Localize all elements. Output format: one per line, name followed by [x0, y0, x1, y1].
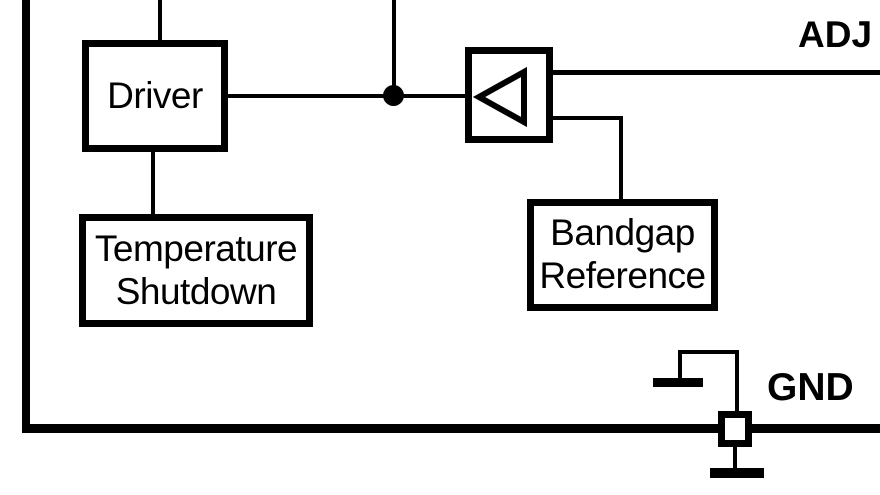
driver-block: Driver: [82, 40, 228, 152]
wire-gnd-pad-to-ground: [733, 446, 737, 471]
driver-label: Driver: [107, 74, 203, 116]
wire-gnd-loop-right: [735, 350, 739, 414]
wire-gnd-loop-left: [678, 350, 682, 381]
temperature-shutdown-block: Temperature Shutdown: [79, 214, 313, 327]
temperature-shutdown-label-line1: Temperature: [94, 227, 298, 269]
wire-amplifier-to-bandgap-vertical: [619, 118, 623, 202]
wire-amplifier-to-adj-pin: [551, 70, 880, 75]
bandgap-reference-block: Bandgap Reference: [527, 199, 718, 311]
temperature-shutdown-label-line2: Shutdown: [115, 270, 277, 312]
wire-amplifier-to-bandgap-horizontal: [551, 116, 623, 120]
bandgap-reference-label-line2: Reference: [539, 255, 706, 296]
wire-driver-top: [158, 0, 162, 42]
bandgap-reference-label-line1: Bandgap: [550, 212, 695, 254]
wire-gnd-loop-top: [678, 350, 739, 354]
buffer-triangle-left-icon: [472, 66, 527, 128]
chip-outline-bottom-border: [22, 424, 880, 433]
wire-driver-to-temperature-shutdown: [151, 149, 155, 216]
gnd-pin-pad: [718, 411, 752, 447]
ground-bar-icon-upper: [653, 378, 703, 387]
gnd-pin-label: GND: [767, 366, 854, 409]
wire-amplifier-to-driver: [225, 94, 467, 98]
adj-pin-label: ADJ: [798, 14, 873, 55]
wire-junction-dot: [383, 85, 404, 106]
wire-feedback-top: [392, 0, 396, 94]
ground-bar-icon-lower: [710, 468, 764, 478]
chip-outline-left-border: [22, 0, 30, 433]
error-amplifier-block: [465, 47, 553, 143]
